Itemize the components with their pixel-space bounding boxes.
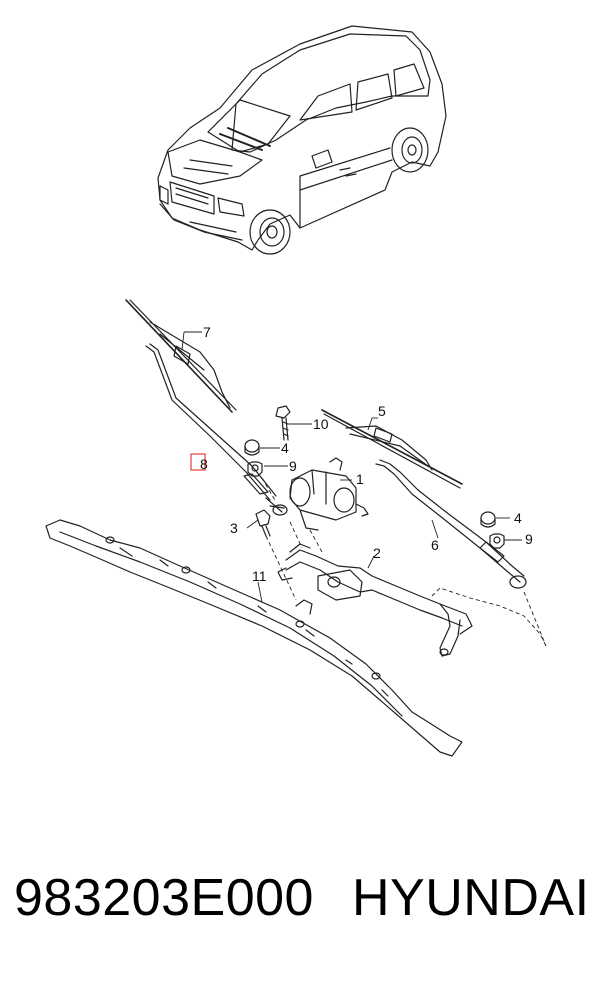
vehicle-illustration	[157, 25, 447, 255]
callout-4-left: 4	[281, 440, 289, 456]
callout-6: 6	[431, 537, 439, 553]
callout-8-highlight	[190, 453, 206, 471]
brand-name: HYUNDAI	[352, 869, 590, 927]
wiper-blade-right	[321, 409, 463, 489]
callout-9-left: 9	[289, 458, 297, 474]
callout-3: 3	[230, 520, 238, 536]
nut-and-cap-left	[244, 439, 263, 477]
callout-4-right: 4	[514, 510, 522, 526]
callout-11: 11	[252, 568, 267, 584]
callout-2: 2	[373, 545, 381, 561]
wiper-motor	[289, 457, 369, 531]
wiper-arm-left	[145, 343, 288, 516]
wiper-parts-diagram: 7 10 4 8 9 1 3 5 2 11 4 6 9	[45, 25, 547, 757]
wiper-blade-left	[125, 299, 237, 413]
assembly-dashed-lines	[261, 477, 547, 647]
nut-and-cap-right	[480, 511, 505, 549]
callout-5: 5	[378, 403, 386, 419]
bolt	[275, 405, 291, 441]
wiper-arm-right	[375, 459, 527, 589]
small-bolt	[255, 509, 271, 537]
part-number: 983203E000	[14, 869, 314, 927]
cowl-panel	[45, 519, 463, 757]
callout-8: 8	[200, 456, 208, 472]
callout-leaders	[181, 331, 522, 603]
callout-10: 10	[313, 416, 329, 432]
callout-7: 7	[203, 324, 211, 340]
callout-9-right: 9	[525, 531, 533, 547]
footer: 983203E000 HYUNDAI	[0, 868, 600, 958]
callout-1: 1	[356, 471, 364, 487]
